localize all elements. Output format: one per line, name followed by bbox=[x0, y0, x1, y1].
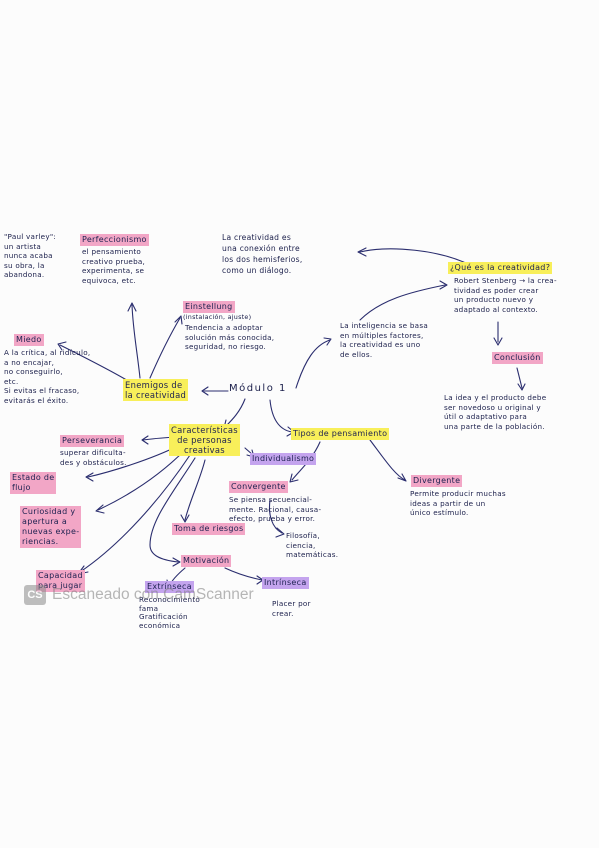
connector-modulo-inteligencia bbox=[295, 339, 331, 389]
convergente-text: Se piensa secuencial- mente. Racional, c… bbox=[229, 495, 322, 524]
arrowhead-miedo bbox=[57, 341, 67, 351]
creatividad-conexion-text: La creatividad es una conexión entre los… bbox=[222, 233, 303, 275]
inteligencia-text: La inteligencia se basa en múltiples fac… bbox=[340, 321, 428, 359]
connector-caracteristicas-capacidad bbox=[79, 454, 191, 573]
camscanner-logo-icon: CS bbox=[24, 585, 46, 605]
arrowhead-enemigos bbox=[201, 386, 209, 396]
connector-tipos-divergente bbox=[369, 439, 406, 481]
arrowhead-quees bbox=[439, 280, 448, 290]
intrinseca-label: Intrínseca bbox=[262, 577, 309, 589]
perseverancia-text: superar dificulta- des y obstáculos. bbox=[60, 448, 127, 467]
connector-motivacion-intrinseca bbox=[224, 567, 263, 581]
extrinseca-label: Extrínseca bbox=[145, 581, 194, 593]
miedo-label: Miedo bbox=[14, 334, 44, 346]
connector-caracteristicas-motivacion bbox=[149, 457, 196, 563]
connector-modulo-caracteristicas bbox=[225, 398, 246, 427]
connector-modulo-tipos bbox=[269, 399, 293, 433]
arrowhead-toma bbox=[180, 514, 190, 523]
arrowhead-einstellung bbox=[174, 315, 183, 325]
conclusion-label: Conclusión bbox=[492, 352, 543, 364]
connector-enemigos-perfeccionismo bbox=[131, 304, 141, 379]
einstellung-subtitle: (instalación, ajuste) bbox=[183, 313, 252, 321]
filosofia-text: Filosofía, ciencia, matemáticas. bbox=[286, 531, 339, 560]
modulo-title: Módulo 1 bbox=[229, 383, 287, 394]
convergente-label: Convergente bbox=[229, 481, 288, 493]
divergente-label: Divergente bbox=[411, 475, 463, 487]
einstellung-text: Tendencia a adoptar solución más conocid… bbox=[185, 323, 275, 352]
arrowhead-flujo bbox=[85, 472, 94, 482]
sternberg-text: Robert Stenberg → la crea- tividad es po… bbox=[454, 276, 557, 314]
capacidad-jugar-label: Capacidad para jugar bbox=[36, 570, 85, 592]
arrowhead-conclusion-text bbox=[517, 383, 526, 391]
connector-caracteristicas-toma bbox=[184, 459, 206, 521]
perseverancia-label: Perseverancia bbox=[60, 435, 125, 447]
arrowhead-divergente bbox=[397, 473, 407, 482]
que-es-creatividad-label: ¿Qué es la creatividad? bbox=[448, 262, 553, 274]
enemigos-label: Enemigos de la creatividad bbox=[123, 379, 189, 401]
arrowhead-motivacion bbox=[172, 557, 181, 567]
divergente-text: Permite producir muchas ideas a partir d… bbox=[410, 489, 506, 518]
arrowhead-conclusion bbox=[493, 337, 503, 346]
arrowhead-filosofia bbox=[275, 527, 285, 538]
arrowhead-inteligencia bbox=[323, 337, 332, 346]
individualismo-label: Individualismo bbox=[250, 453, 317, 465]
extrinseca-text: Reconocimiento fama Gratificación económ… bbox=[139, 595, 201, 630]
arrowhead-convergente bbox=[289, 473, 299, 483]
einstellung-label: Einstellung bbox=[183, 301, 235, 313]
intrinseca-text: Placer por crear. bbox=[272, 599, 311, 618]
connector-enemigos-einstellung bbox=[149, 317, 181, 379]
arrowhead-perfeccionismo bbox=[127, 302, 137, 312]
camscanner-watermark: CS Escaneado con CamScanner bbox=[24, 585, 254, 605]
paul-varley-quote: "Paul varley": un artista nunca acaba su… bbox=[4, 232, 57, 280]
connector-inteligencia-quees bbox=[359, 284, 446, 321]
perfeccionismo-text: el pensamiento creativo prueba, experime… bbox=[82, 247, 146, 285]
arrowhead-conexion bbox=[357, 247, 367, 257]
curiosidad-label: Curiosidad y apertura a nuevas expe- rie… bbox=[20, 506, 82, 548]
miedo-text: A la crítica, al ridículo, a no encajar,… bbox=[4, 348, 91, 405]
perfeccionismo-label: Perfeccionismo bbox=[80, 234, 149, 246]
arrowhead-perseverancia bbox=[141, 435, 149, 445]
conclusion-text: La idea y el producto debe ser novedoso … bbox=[444, 393, 547, 431]
toma-riesgos-label: Toma de riesgos bbox=[172, 523, 246, 535]
caracteristicas-label: Características de personas creativas bbox=[169, 424, 240, 456]
connector-conclusion-text bbox=[516, 367, 523, 389]
estado-flujo-label: Estado de flujo bbox=[10, 472, 57, 494]
camscanner-watermark-text: Escaneado con CamScanner bbox=[52, 586, 254, 603]
connector-enemigos-miedo bbox=[59, 344, 131, 383]
connector-caracteristicas-curiosidad bbox=[97, 449, 186, 511]
connector-convergente-filosofia bbox=[268, 499, 283, 534]
motivacion-label: Motivación bbox=[181, 555, 232, 567]
connector-quees-conexion bbox=[359, 248, 471, 266]
arrowhead-curiosidad bbox=[95, 504, 105, 514]
tipos-pensamiento-label: Tipos de pensamiento bbox=[291, 428, 390, 440]
